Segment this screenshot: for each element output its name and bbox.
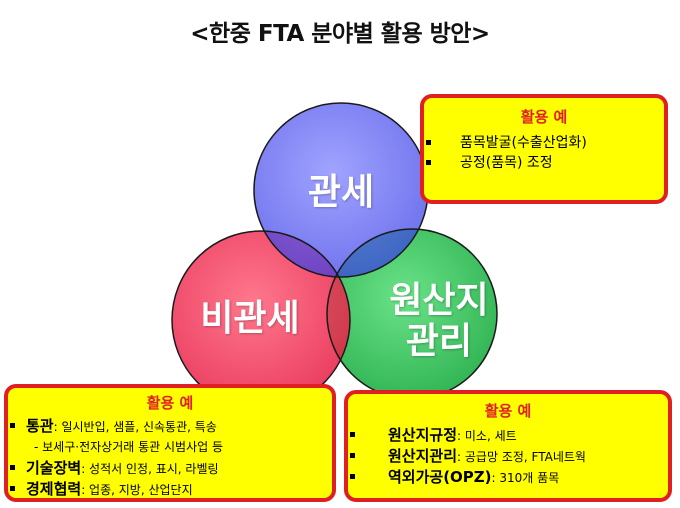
tariff-label: 관세 [296, 172, 386, 213]
list-item: 공정(품목) 조정 [424, 153, 664, 173]
list-item: 경제협력: 업종, 지방, 산업단지 [8, 479, 332, 500]
diagram-title: <한중 FTA 분야별 활용 방안> [190, 21, 490, 47]
origin-label: 원산지 관리 [374, 280, 504, 363]
list-item-value: - 보세구·전자상거래 통관 시범사업 등 [34, 440, 224, 454]
list-item: 기술장벽: 성적서 인정, 표시, 라벨링 [8, 458, 332, 479]
box-top-right-heading: 활용 예 [520, 108, 568, 126]
list-item-value: : 성적서 인정, 표시, 라벨링 [81, 462, 219, 476]
list-item-key: 원산지관리 [388, 447, 458, 465]
origin-label-line2: 관리 [405, 321, 473, 363]
list-item-key: 기술장벽 [26, 459, 82, 477]
non-tariff-label-text: 비관세 [200, 298, 300, 339]
box-bottom-left-heading: 활용 예 [146, 394, 194, 412]
list-item-key: 원산지규정 [388, 426, 458, 444]
list-item-key: 통관 [26, 417, 54, 435]
box-top-right-list: 품목발굴(수출산업화) 공정(품목) 조정 [424, 133, 664, 173]
origin-label-line1: 원산지 [389, 280, 489, 321]
list-item: 통관: 일시반입, 샘플, 신속통관, 특송 [8, 416, 332, 437]
list-item-key: 역외가공(OPZ) [388, 468, 492, 486]
box-bottom-left-list: 통관: 일시반입, 샘플, 신속통관, 특송 - 보세구·전자상거래 통관 시범… [8, 416, 332, 500]
list-item: 역외가공(OPZ): 310개 품목 [348, 467, 668, 488]
box-bottom-right-list: 원산지규정: 미소, 세트 원산지관리: 공급망 조정, FTA네트웍 역외가공… [348, 425, 668, 488]
box-top-right: 활용 예 품목발굴(수출산업화) 공정(품목) 조정 [420, 94, 668, 204]
list-item: - 보세구·전자상거래 통관 시범사업 등 [8, 437, 332, 458]
box-bottom-right-heading: 활용 예 [484, 402, 532, 420]
list-item-value: : 310개 품목 [491, 471, 560, 485]
box-bottom-left: 활용 예 통관: 일시반입, 샘플, 신속통관, 특송 - 보세구·전자상거래 … [4, 384, 336, 502]
red-circle-non-tariff [172, 231, 350, 409]
tariff-label-text: 관세 [307, 172, 375, 213]
list-item-value: : 업종, 지방, 산업단지 [81, 483, 193, 497]
list-item-value: : 미소, 세트 [457, 429, 517, 443]
list-item-value: : 일시반입, 샘플, 신속통관, 특송 [53, 420, 217, 434]
non-tariff-label: 비관세 [180, 298, 320, 339]
list-item: 품목발굴(수출산업화) [424, 133, 664, 153]
list-item-key: 경제협력 [26, 480, 82, 498]
list-item-value: : 공급망 조정, FTA네트웍 [457, 450, 586, 464]
box-bottom-right: 활용 예 원산지규정: 미소, 세트 원산지관리: 공급망 조정, FTA네트웍… [344, 390, 672, 502]
list-item: 원산지관리: 공급망 조정, FTA네트웍 [348, 446, 668, 467]
list-item: 원산지규정: 미소, 세트 [348, 425, 668, 446]
